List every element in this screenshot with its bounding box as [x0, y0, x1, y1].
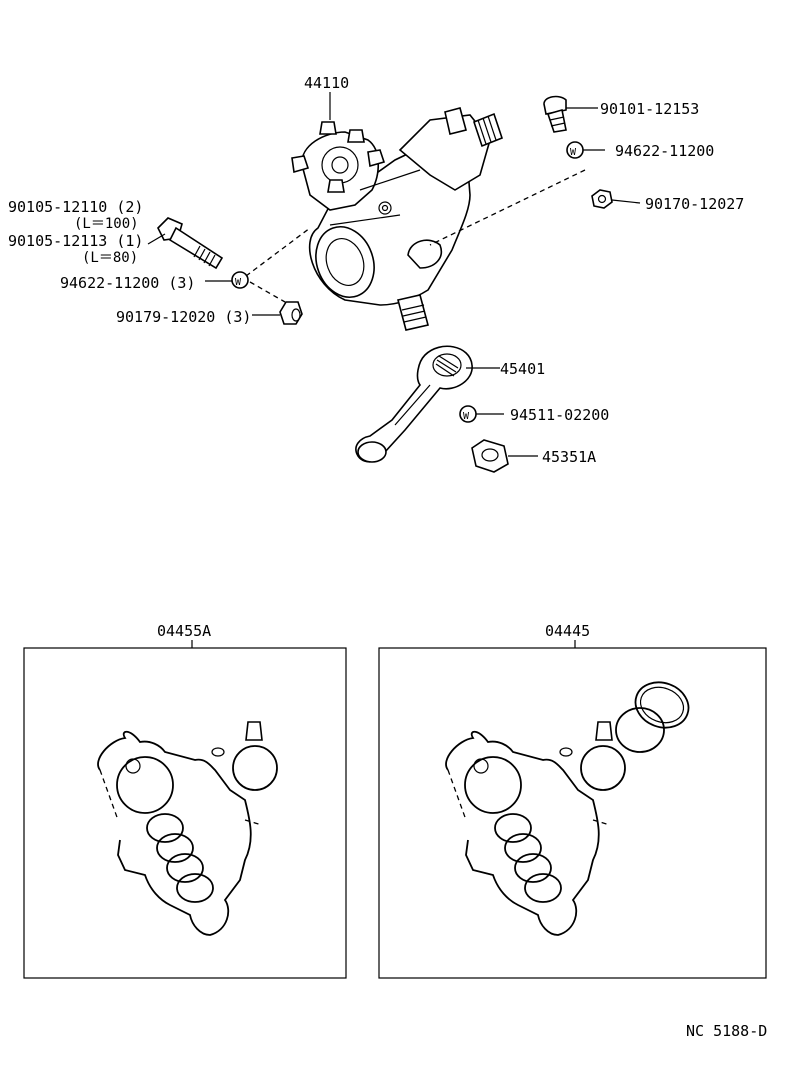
- nut-icon: [591, 189, 613, 209]
- svg-text:W: W: [570, 147, 577, 158]
- part-label-44110: 44110: [304, 74, 349, 92]
- seal-kit-icon: [445, 681, 690, 936]
- part-note-l100: (L＝100): [74, 216, 139, 232]
- part-label-45351A: 45351A: [542, 448, 596, 466]
- kit-label-04445: 04445: [545, 622, 590, 640]
- steering-gear-housing: [291, 107, 503, 331]
- nut-icon: [279, 301, 303, 325]
- part-label-94622-11200: 94622-11200: [615, 142, 714, 160]
- kit-box-04455A: [23, 647, 347, 979]
- part-label-90105-12110: 90105-12110 (2): [8, 198, 143, 216]
- part-label-90170-12027: 90170-12027: [645, 195, 744, 213]
- bolt-icon: [157, 217, 224, 270]
- part-note-l80: (L＝80): [82, 250, 138, 266]
- kit-label-04455A: 04455A: [157, 622, 211, 640]
- gasket-kit-icon: [97, 721, 278, 936]
- pitman-arm-icon: [355, 345, 473, 463]
- nut-icon: [471, 439, 509, 473]
- washer-icon: W: [459, 405, 477, 423]
- washer-icon: W: [231, 271, 249, 289]
- kit-box-04445: [378, 647, 767, 979]
- svg-text:W: W: [235, 277, 242, 288]
- drawing-code: NC 5188-D: [686, 1022, 767, 1040]
- part-label-94511-02200: 94511-02200: [510, 406, 609, 424]
- plug-icon: [543, 95, 567, 133]
- part-label-90179-12020: 90179-12020 (3): [116, 308, 251, 326]
- part-label-94622-11200-3: 94622-11200 (3): [60, 274, 195, 292]
- part-label-90101-12153: 90101-12153: [600, 100, 699, 118]
- part-label-90105-12113: 90105-12113 (1): [8, 232, 143, 250]
- svg-text:W: W: [463, 411, 470, 422]
- part-label-45401: 45401: [500, 360, 545, 378]
- washer-icon: W: [566, 141, 584, 159]
